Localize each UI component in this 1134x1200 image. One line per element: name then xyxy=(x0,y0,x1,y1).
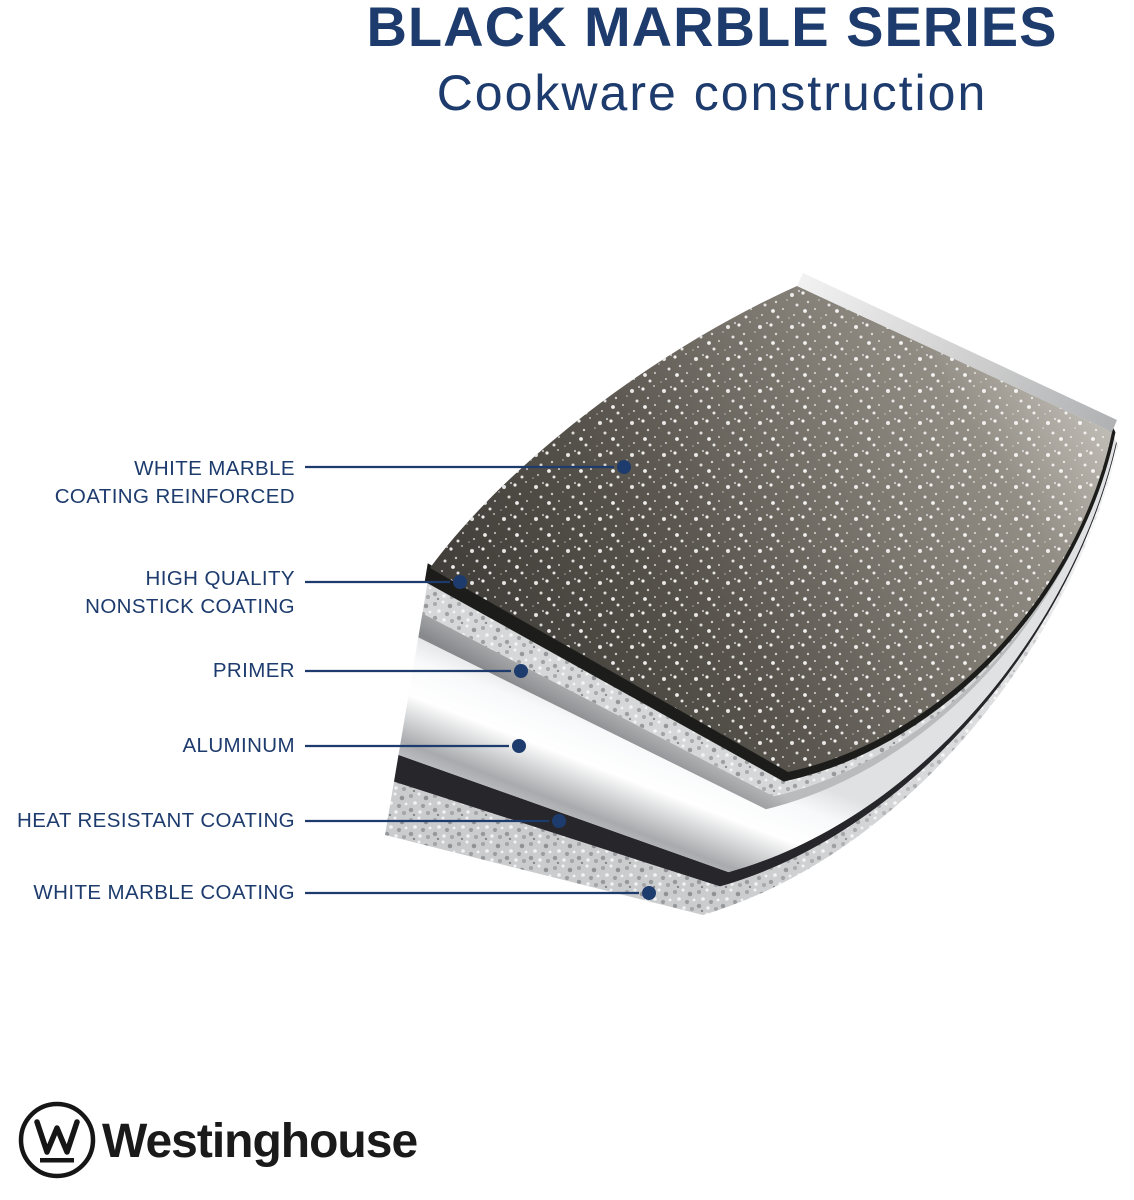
callout-label-line: ALUMINUM xyxy=(182,734,295,757)
callout-label-line: WHITE MARBLE COATING xyxy=(33,881,295,904)
logo-underline xyxy=(40,1158,74,1163)
page-title: BLACK MARBLE SERIES xyxy=(366,0,1058,58)
leader-nonstick-coating xyxy=(305,575,467,589)
callout-aluminum: ALUMINUM xyxy=(182,732,295,760)
leader-heat-resistant xyxy=(305,814,566,828)
sheet-far-edge xyxy=(797,273,1117,432)
callout-nonstick-coating: HIGH QUALITY NONSTICK COATING xyxy=(85,565,295,621)
logo-w-mark xyxy=(34,1119,80,1155)
leader-primer xyxy=(305,664,528,678)
callout-label-line: HIGH QUALITY xyxy=(145,567,295,590)
callout-leaders xyxy=(305,460,656,900)
leader-white-marble-reinforced xyxy=(305,460,631,474)
logo-circle xyxy=(18,1101,96,1179)
leader-white-marble xyxy=(305,886,656,900)
leader-aluminum xyxy=(305,739,526,753)
page-subtitle: Cookware construction xyxy=(436,65,988,121)
callout-label-line: PRIMER xyxy=(212,659,295,682)
callout-label-line: WHITE MARBLE xyxy=(134,457,295,480)
callout-heat-resistant: HEAT RESISTANT COATING xyxy=(17,807,295,835)
callout-label-line: COATING REINFORCED xyxy=(54,485,295,508)
callout-white-marble-reinforced: WHITE MARBLE COATING REINFORCED xyxy=(55,455,295,511)
westinghouse-logo xyxy=(18,1101,96,1179)
brand-wordmark: Westinghouse xyxy=(102,1115,418,1168)
callout-label-line: NONSTICK COATING xyxy=(85,595,295,618)
callout-primer: PRIMER xyxy=(213,657,295,685)
cookware-cross-section xyxy=(385,273,1118,915)
layer-aluminum xyxy=(398,435,1117,873)
layer-top-surface-sheen xyxy=(430,286,1112,772)
callout-white-marble: WHITE MARBLE COATING xyxy=(33,879,295,907)
layer-primer xyxy=(418,434,1114,810)
callout-label-line: HEAT RESISTANT COATING xyxy=(17,809,295,832)
